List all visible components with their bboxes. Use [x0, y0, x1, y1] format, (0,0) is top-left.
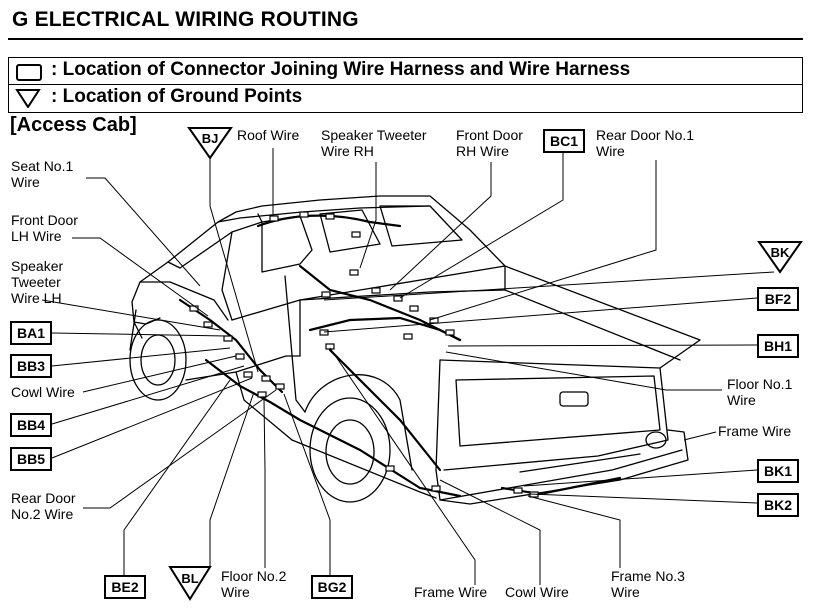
label-rear-door-no1-line2: Wire [596, 143, 625, 159]
label-rear-door-no2-line1: Rear Door [11, 490, 76, 506]
connector-bk2: BK2 [757, 493, 799, 517]
connector-bg2: BG2 [311, 575, 353, 599]
label-speaker-tweeter-lh-line1: Speaker [11, 258, 64, 274]
connector-ba1: BA1 [10, 321, 52, 345]
label-roof-wire: Roof Wire [237, 127, 300, 143]
truck-body-outline [129, 195, 701, 505]
label-floor-no2-line2: Wire [221, 584, 250, 600]
down-triangle-icon [168, 566, 212, 601]
label-frame-wire-right: Frame Wire [718, 423, 792, 439]
label-floor-no2-line1: Floor No.2 [221, 568, 287, 584]
ground-point-bk: BK [757, 240, 803, 274]
ground-label-bk: BK [770, 245, 790, 260]
connector-be2: BE2 [104, 575, 146, 599]
leader-lines [41, 148, 775, 585]
connector-bb4: BB4 [10, 413, 52, 437]
connector-bk1: BK1 [757, 459, 799, 483]
legend: : Location of Connector Joining Wire Har… [8, 57, 803, 113]
label-floor-no1-line1: Floor No.1 [727, 376, 793, 392]
label-front-door-rh-line1: Front Door [456, 127, 523, 143]
label-front-door-lh-line2: LH Wire [11, 228, 62, 244]
title-divider [8, 38, 803, 40]
label-front-door-rh-line2: RH Wire [456, 143, 509, 159]
label-speaker-tweeter-lh-line2: Tweeter [11, 274, 61, 290]
label-frame-wire-bottom: Frame Wire [414, 584, 488, 600]
label-seat-no1-line1: Seat No.1 [11, 158, 74, 174]
label-speaker-tweeter-lh-line3: Wire LH [11, 290, 62, 306]
wire-harness [178, 214, 622, 498]
down-triangle-icon [15, 89, 41, 108]
label-speaker-tweeter-rh-line2: Wire RH [321, 143, 374, 159]
ground-label-bl: BL [181, 571, 199, 586]
legend-ground-row: : Location of Ground Points [9, 85, 802, 111]
section-heading: [Access Cab] [10, 114, 137, 136]
connector-bc1: BC1 [543, 129, 585, 153]
label-cowl-wire-left: Cowl Wire [11, 384, 75, 400]
label-floor-no1-line2: Wire [727, 392, 756, 408]
label-rear-door-no1-line1: Rear Door No.1 [596, 127, 695, 143]
label-frame-no3-line1: Frame No.3 [611, 568, 685, 584]
label-rear-door-no2-line2: No.2 Wire [11, 506, 74, 522]
connector-bh1: BH1 [757, 334, 799, 358]
label-frame-no3-line2: Wire [611, 584, 640, 600]
label-speaker-tweeter-rh-line1: Speaker Tweeter [321, 127, 427, 143]
ground-point-bj: BJ [187, 126, 233, 160]
down-triangle-icon [757, 241, 803, 274]
connector-bb5: BB5 [10, 447, 52, 471]
page-title: G ELECTRICAL WIRING ROUTING [12, 8, 359, 31]
connector-markers [189, 211, 539, 498]
connector-bb3: BB3 [10, 354, 52, 378]
connector-bf2: BF2 [757, 287, 799, 311]
ground-label-bj: BJ [201, 131, 219, 146]
label-cowl-wire-bottom: Cowl Wire [505, 584, 569, 600]
down-triangle-icon [187, 127, 233, 160]
legend-connector-row: : Location of Connector Joining Wire Har… [9, 58, 802, 85]
label-front-door-lh-line1: Front Door [11, 212, 78, 228]
legend-connector-text: : Location of Connector Joining Wire Har… [51, 59, 631, 80]
legend-ground-text: : Location of Ground Points [51, 86, 303, 107]
rounded-rectangle-icon [16, 64, 42, 81]
label-seat-no1-line2: Wire [11, 174, 40, 190]
ground-point-bl: BL [168, 565, 212, 601]
